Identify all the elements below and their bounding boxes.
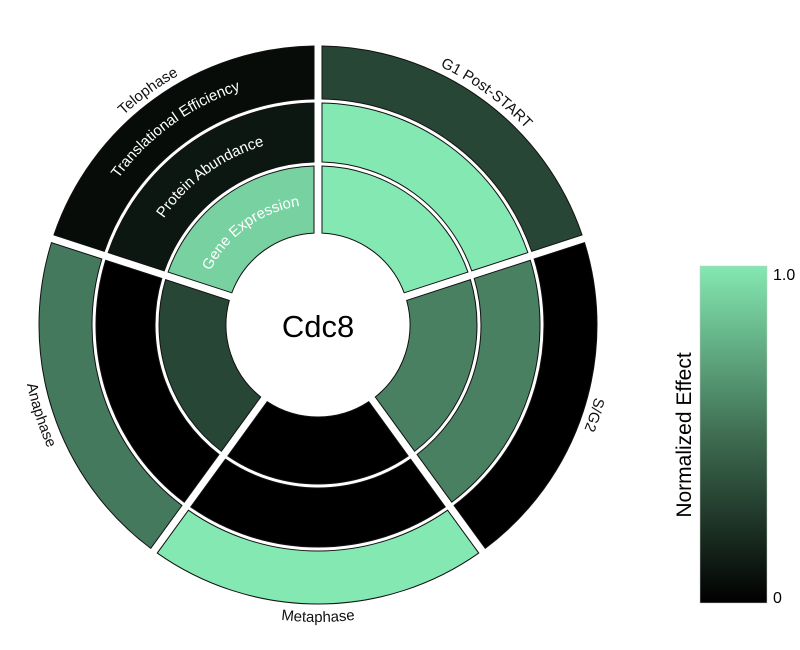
colorbar-min-label: 0 (773, 590, 782, 607)
cell-s-g2-gene-expression (374, 279, 478, 452)
cell-metaphase-translational-efficiency (156, 509, 480, 605)
colorbar: 1.0 0 Normalized Effect (673, 265, 795, 607)
cell-g1-post-start-translational-efficiency (321, 45, 583, 252)
cell-metaphase-protein-abundance (190, 458, 446, 548)
cell-s-g2-translational-efficiency (453, 241, 598, 550)
cell-telophase-protein-abundance (107, 102, 315, 272)
phase-label-metaphase: Metaphase (281, 607, 356, 626)
cell-telophase-gene-expression (167, 165, 315, 294)
sectors (38, 45, 598, 605)
cell-s-g2-protein-abundance (416, 259, 541, 503)
cell-anaphase-gene-expression (158, 279, 262, 452)
colorbar-title: Normalized Effect (673, 352, 696, 518)
cell-metaphase-gene-expression (227, 401, 409, 485)
cell-g1-post-start-gene-expression (321, 165, 469, 294)
cell-telophase-translational-efficiency (53, 45, 315, 252)
colorbar-gradient (699, 265, 768, 604)
center-title: Cdc8 (282, 309, 354, 344)
cell-anaphase-protein-abundance (95, 259, 220, 503)
cell-anaphase-translational-efficiency (38, 241, 183, 550)
colorbar-max-label: 1.0 (773, 267, 795, 284)
cell-g1-post-start-protein-abundance (321, 102, 529, 272)
